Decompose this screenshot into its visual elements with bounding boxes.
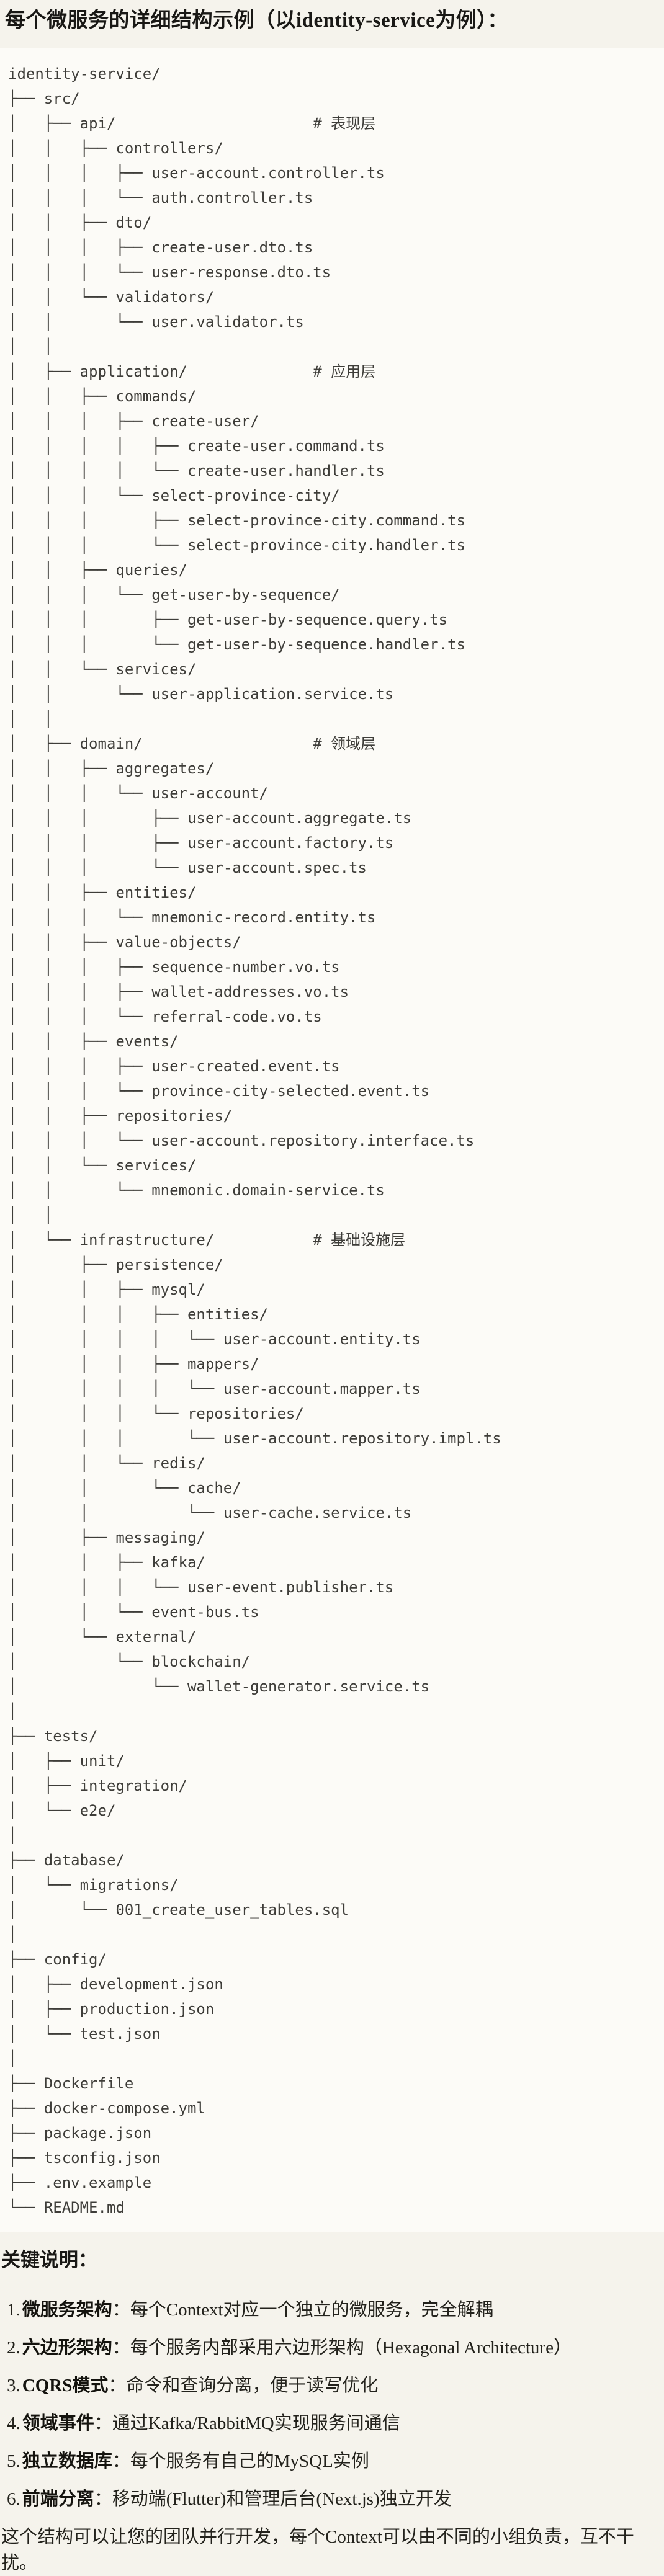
list-item: 5.独立数据库：每个服务有自己的MySQL实例 [7, 2448, 658, 2474]
notes-heading: 关键说明： [1, 2249, 97, 2271]
item-text: ：命令和查询分离，便于读写优化 [108, 2376, 379, 2396]
list-item: 4.领域事件：通过Kafka/RabbitMQ实现服务间通信 [7, 2410, 658, 2436]
item-label: 领域事件 [22, 2413, 94, 2433]
item-label: 独立数据库 [22, 2451, 112, 2471]
code-block: identity-service/ ├── src/ │ ├── api/ # … [0, 48, 664, 2232]
item-number: 1. [7, 2300, 20, 2320]
page-title: 每个微服务的详细结构示例（以identity-service为例）： [5, 9, 508, 32]
item-number: 6. [7, 2489, 20, 2509]
list-item: 6.前端分离：移动端(Flutter)和管理后台(Next.js)独立开发 [7, 2486, 658, 2512]
item-text: ：每个服务内部采用六边形架构（Hexagonal Architecture） [112, 2338, 572, 2358]
item-text: ：每个服务有自己的MySQL实例 [112, 2451, 369, 2471]
notes-list: 1.微服务架构：每个Context对应一个独立的微服务，完全解耦 2.六边形架构… [1, 2297, 658, 2512]
item-label: CQRS模式 [22, 2376, 109, 2396]
item-number: 5. [7, 2451, 20, 2471]
item-label: 前端分离 [22, 2489, 94, 2509]
item-text: ：通过Kafka/RabbitMQ实现服务间通信 [94, 2413, 400, 2433]
item-label: 微服务架构 [22, 2300, 112, 2320]
list-item: 2.六边形架构：每个服务内部采用六边形架构（Hexagonal Architec… [7, 2335, 658, 2361]
list-item: 1.微服务架构：每个Context对应一个独立的微服务，完全解耦 [7, 2297, 658, 2323]
item-number: 2. [7, 2338, 20, 2358]
notes-section: 关键说明： 1.微服务架构：每个Context对应一个独立的微服务，完全解耦 2… [0, 2248, 664, 2576]
item-number: 4. [7, 2413, 20, 2433]
item-text: ：移动端(Flutter)和管理后台(Next.js)独立开发 [94, 2489, 452, 2509]
item-label: 六边形架构 [22, 2338, 112, 2358]
item-number: 3. [7, 2376, 20, 2396]
item-text: ：每个Context对应一个独立的微服务，完全解耦 [112, 2300, 493, 2320]
closing-paragraph: 这个结构可以让您的团队并行开发，每个Context可以由不同的小组负责，互不干扰… [1, 2527, 634, 2573]
directory-tree: identity-service/ ├── src/ │ ├── api/ # … [8, 65, 501, 2216]
list-item: 3.CQRS模式：命令和查询分离，便于读写优化 [7, 2373, 658, 2399]
